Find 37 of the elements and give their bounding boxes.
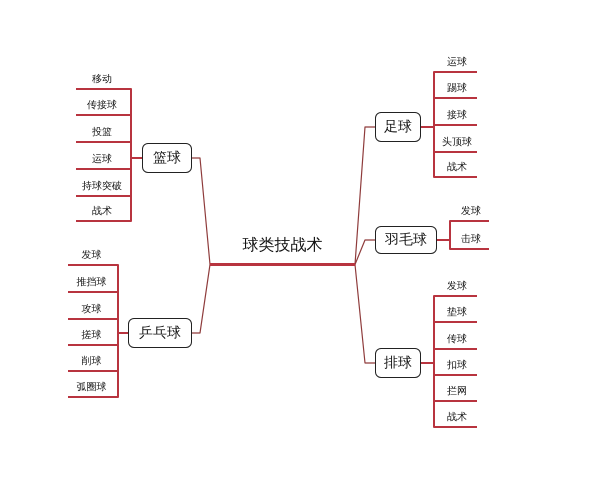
subtopic-label: 垫球 (437, 305, 477, 323)
subtopic-label: 头顶球 (437, 135, 477, 153)
subtopic-label: 扣球 (437, 358, 477, 376)
subtopic-label: 踢球 (437, 81, 477, 99)
subtopic-label: 战术 (437, 410, 477, 428)
subtopic-label: 发球 (68, 248, 115, 266)
subtopic-label: 运球 (437, 55, 477, 73)
topic-box: 羽毛球 (375, 226, 437, 254)
connector-line (354, 264, 375, 364)
connector-line (192, 264, 211, 334)
subtopic-label: 拦网 (437, 384, 477, 402)
connector-line (354, 126, 375, 265)
topic-box: 篮球 (142, 143, 192, 173)
topic-box: 足球 (375, 112, 421, 142)
subtopic-label: 弧圈球 (68, 380, 115, 398)
connector-line (192, 157, 211, 265)
subtopic-label: 攻球 (68, 302, 115, 320)
subtopic-label: 战术 (437, 160, 477, 178)
topic-box: 排球 (375, 348, 421, 378)
central-topic: 球类技战术 (210, 228, 355, 266)
subtopic-label: 发球 (437, 279, 477, 297)
subtopic-label: 移动 (76, 72, 128, 90)
subtopic-label: 运球 (76, 152, 128, 170)
topic-box: 乒乓球 (128, 318, 192, 348)
subtopic-label: 投篮 (76, 125, 128, 143)
subtopic-label: 搓球 (68, 328, 115, 346)
connector-line (354, 239, 375, 265)
subtopic-label: 削球 (68, 354, 115, 372)
subtopic-label: 战术 (76, 204, 128, 222)
subtopic-label: 持球突破 (76, 179, 128, 197)
subtopic-label: 接球 (437, 108, 477, 126)
subtopic-label: 传接球 (76, 98, 128, 116)
subtopic-label: 传球 (437, 332, 477, 350)
subtopic-label: 推挡球 (68, 275, 115, 293)
subtopic-label: 发球 (453, 204, 489, 222)
connector-line (128, 157, 142, 222)
subtopic-label: 击球 (453, 232, 489, 250)
